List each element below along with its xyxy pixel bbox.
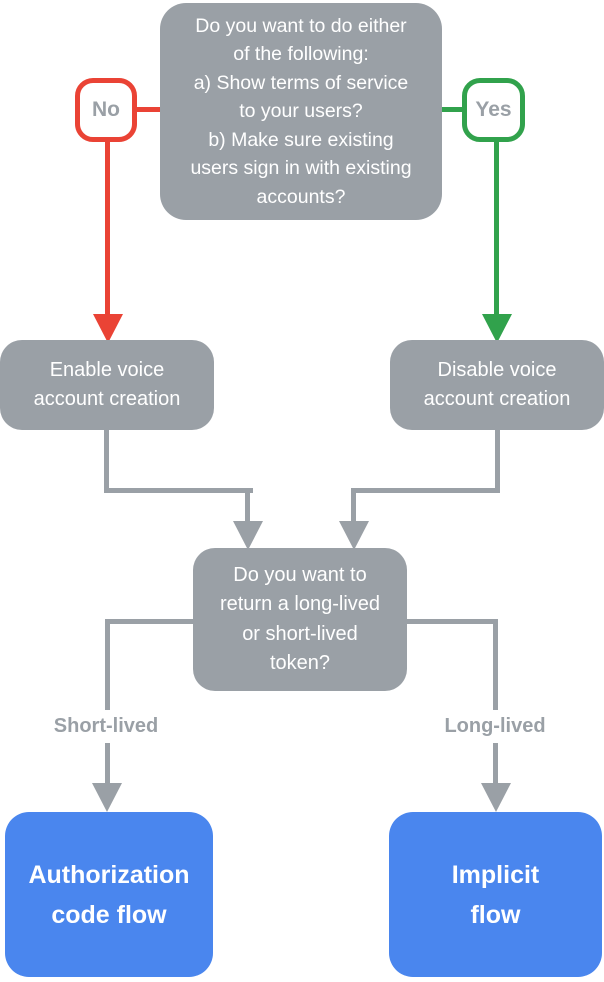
long-lived-line-across (407, 619, 497, 624)
question-token-node: Do you want to return a long-lived or sh… (193, 548, 407, 691)
no-branch-arrowhead-icon (93, 314, 123, 343)
disable-to-token-line-down (495, 428, 500, 492)
enable-voice-node: Enable voice account creation (0, 340, 214, 430)
long-lived-label: Long-lived (410, 710, 580, 743)
long-lived-arrowhead-icon (481, 783, 511, 812)
long-lived-line-down (493, 619, 498, 785)
no-badge: No (75, 78, 137, 142)
disable-to-token-line-drop (351, 488, 356, 522)
disable-to-token-arrowhead-icon (339, 521, 369, 550)
short-lived-label: Short-lived (21, 710, 191, 743)
disable-to-token-line-across (351, 488, 500, 493)
authorization-code-flow-node: Authorization code flow (5, 812, 213, 977)
disable-voice-node: Disable voice account creation (390, 340, 604, 430)
no-branch-horizontal-line (137, 107, 160, 112)
short-lived-arrowhead-icon (92, 783, 122, 812)
short-lived-line-down (105, 619, 110, 785)
yes-branch-arrowhead-icon (482, 314, 512, 343)
yes-branch-vertical-line (494, 140, 499, 316)
no-branch-vertical-line (105, 140, 110, 316)
enable-to-token-arrowhead-icon (233, 521, 263, 550)
implicit-flow-node: Implicit flow (389, 812, 602, 977)
enable-to-token-line-across (104, 488, 253, 493)
enable-to-token-line-down (104, 428, 109, 492)
question-terms-node: Do you want to do either of the followin… (160, 3, 442, 220)
enable-to-token-line-drop (245, 488, 250, 522)
yes-badge: Yes (462, 78, 525, 142)
yes-branch-horizontal-line (442, 107, 462, 112)
short-lived-line-across (105, 619, 193, 624)
